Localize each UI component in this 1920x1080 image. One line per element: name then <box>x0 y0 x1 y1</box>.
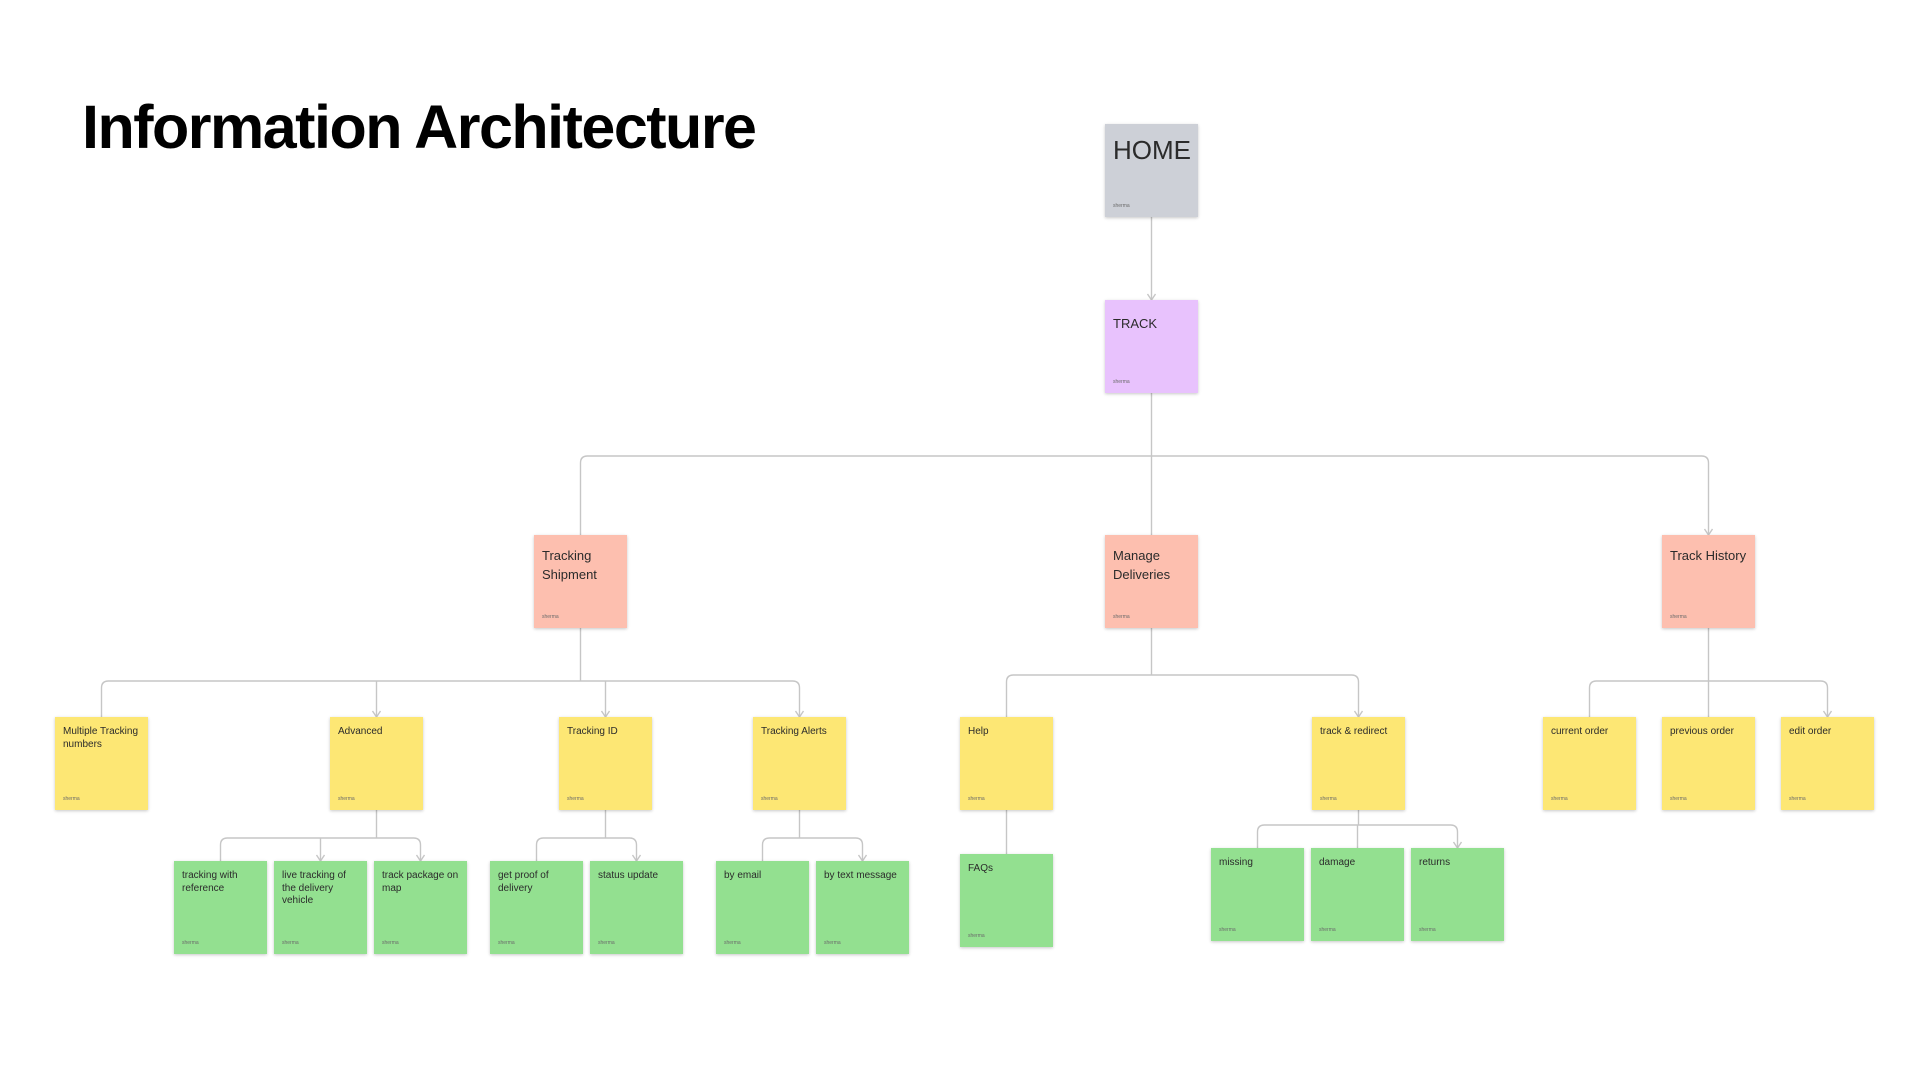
sticky-note-label: edit order <box>1789 726 1832 737</box>
sticky-note-author: sherma <box>282 940 299 946</box>
sticky-note-author: sherma <box>1113 614 1130 620</box>
connector-current-order <box>1588 680 1597 717</box>
connector-edit-order <box>1820 680 1829 717</box>
sticky-note-author: sherma <box>63 796 80 802</box>
sticky-note-author: sherma <box>968 933 985 939</box>
sticky-note-author: sherma <box>1113 379 1130 385</box>
sticky-note-author: sherma <box>1113 203 1130 209</box>
sticky-note-track[interactable]: TRACK sherma <box>1105 300 1198 393</box>
connector-tracking-alerts <box>792 680 801 717</box>
sticky-note-label: HOME <box>1113 135 1191 165</box>
connector-status-update <box>629 837 638 861</box>
sticky-note-faqs[interactable]: FAQs sherma <box>960 854 1053 947</box>
sticky-note-track-package-on-map[interactable]: track package on map sherma <box>374 861 467 954</box>
sticky-note-author: sherma <box>1219 927 1236 933</box>
sticky-note-label: Manage Deliveries <box>1113 548 1171 582</box>
connector-returns <box>1450 824 1459 848</box>
connector-multiple-tracking-numbers <box>100 680 109 717</box>
connector-track-package-on-map <box>413 837 422 861</box>
sticky-note-label: Tracking Shipment <box>542 548 597 582</box>
sticky-note-author: sherma <box>1419 927 1436 933</box>
sticky-note-label: track & redirect <box>1320 726 1388 737</box>
sticky-note-track-history[interactable]: Track History sherma <box>1662 535 1755 628</box>
sticky-note-author: sherma <box>182 940 199 946</box>
sticky-note-author: sherma <box>824 940 841 946</box>
sticky-note-label: damage <box>1319 857 1356 868</box>
sticky-note-current-order[interactable]: current order sherma <box>1543 717 1636 810</box>
sticky-note-author: sherma <box>761 796 778 802</box>
sticky-note-author: sherma <box>1320 796 1337 802</box>
sticky-note-label: live tracking of the delivery vehicle <box>282 870 346 906</box>
sticky-note-damage[interactable]: damage sherma <box>1311 848 1404 941</box>
sticky-note-author: sherma <box>1670 796 1687 802</box>
sticky-note-author: sherma <box>382 940 399 946</box>
sticky-note-label: current order <box>1551 726 1609 737</box>
sticky-note-status-update[interactable]: status update sherma <box>590 861 683 954</box>
sticky-note-label: by text message <box>824 870 897 881</box>
connector-track-history <box>1701 455 1710 535</box>
sticky-note-tracking-id[interactable]: Tracking ID sherma <box>559 717 652 810</box>
sticky-note-author: sherma <box>598 940 615 946</box>
sticky-note-label: get proof of delivery <box>498 870 549 894</box>
sticky-note-live-tracking[interactable]: live tracking of the delivery vehicle she… <box>274 861 367 954</box>
sticky-note-label: Multiple Tracking numbers <box>63 726 139 750</box>
sticky-note-label: status update <box>598 870 659 881</box>
sticky-note-author: sherma <box>498 940 515 946</box>
sticky-note-label: Track History <box>1670 548 1747 563</box>
sticky-note-author: sherma <box>1319 927 1336 933</box>
connector-missing <box>1256 824 1265 848</box>
sticky-note-author: sherma <box>338 796 355 802</box>
sticky-note-manage-deliveries[interactable]: Manage Deliveries sherma <box>1105 535 1198 628</box>
sticky-note-label: Advanced <box>338 726 383 737</box>
sticky-note-edit-order[interactable]: edit order sherma <box>1781 717 1874 810</box>
sticky-note-help[interactable]: Help sherma <box>960 717 1053 810</box>
sticky-note-by-email[interactable]: by email sherma <box>716 861 809 954</box>
sticky-note-multiple-tracking-numbers[interactable]: Multiple Tracking numbers sherma <box>55 717 148 810</box>
sticky-note-label: by email <box>724 870 762 881</box>
connector-tracking-with-reference <box>219 837 228 861</box>
connector-get-proof-of-delivery <box>535 837 544 861</box>
sticky-note-advanced[interactable]: Advanced sherma <box>330 717 423 810</box>
sticky-note-track-redirect[interactable]: track & redirect sherma <box>1312 717 1405 810</box>
connector-tracking-shipment <box>579 455 588 535</box>
sticky-note-label: previous order <box>1670 726 1734 737</box>
sticky-note-label: FAQs <box>968 863 994 874</box>
sticky-note-previous-order[interactable]: previous order sherma <box>1662 717 1755 810</box>
sticky-note-tracking-shipment[interactable]: Tracking Shipment sherma <box>534 535 627 628</box>
sticky-note-tracking-alerts[interactable]: Tracking Alerts sherma <box>753 717 846 810</box>
sticky-note-label: returns <box>1419 857 1451 868</box>
sticky-note-by-text-message[interactable]: by text message sherma <box>816 861 909 954</box>
sticky-note-get-proof-of-delivery[interactable]: get proof of delivery sherma <box>490 861 583 954</box>
page-title: Information Architecture <box>82 93 757 161</box>
sticky-note-label: Help <box>968 726 989 737</box>
sticky-note-author: sherma <box>567 796 584 802</box>
connector-help <box>1005 674 1014 717</box>
sticky-note-label: TRACK <box>1113 316 1158 331</box>
sticky-note-author: sherma <box>968 796 985 802</box>
sticky-note-label: Tracking Alerts <box>761 726 827 737</box>
sticky-note-author: sherma <box>1789 796 1806 802</box>
sticky-note-label: Tracking ID <box>567 726 618 737</box>
sticky-note-author: sherma <box>542 614 559 620</box>
sticky-note-author: sherma <box>1670 614 1687 620</box>
sticky-note-author: sherma <box>724 940 741 946</box>
sticky-note-missing[interactable]: missing sherma <box>1211 848 1304 941</box>
connector-track-redirect <box>1351 674 1360 717</box>
sticky-note-label: missing <box>1219 857 1253 868</box>
sticky-note-returns[interactable]: returns sherma <box>1411 848 1504 941</box>
sticky-note-author: sherma <box>1551 796 1568 802</box>
sticky-note-label: track package on map <box>382 870 459 894</box>
sticky-note-label: tracking with reference <box>182 870 238 894</box>
sticky-note-home[interactable]: HOME sherma <box>1105 124 1198 217</box>
sticky-note-tracking-with-reference[interactable]: tracking with reference sherma <box>174 861 267 954</box>
connector-by-email <box>761 837 770 861</box>
connector-by-text-message <box>855 837 864 861</box>
